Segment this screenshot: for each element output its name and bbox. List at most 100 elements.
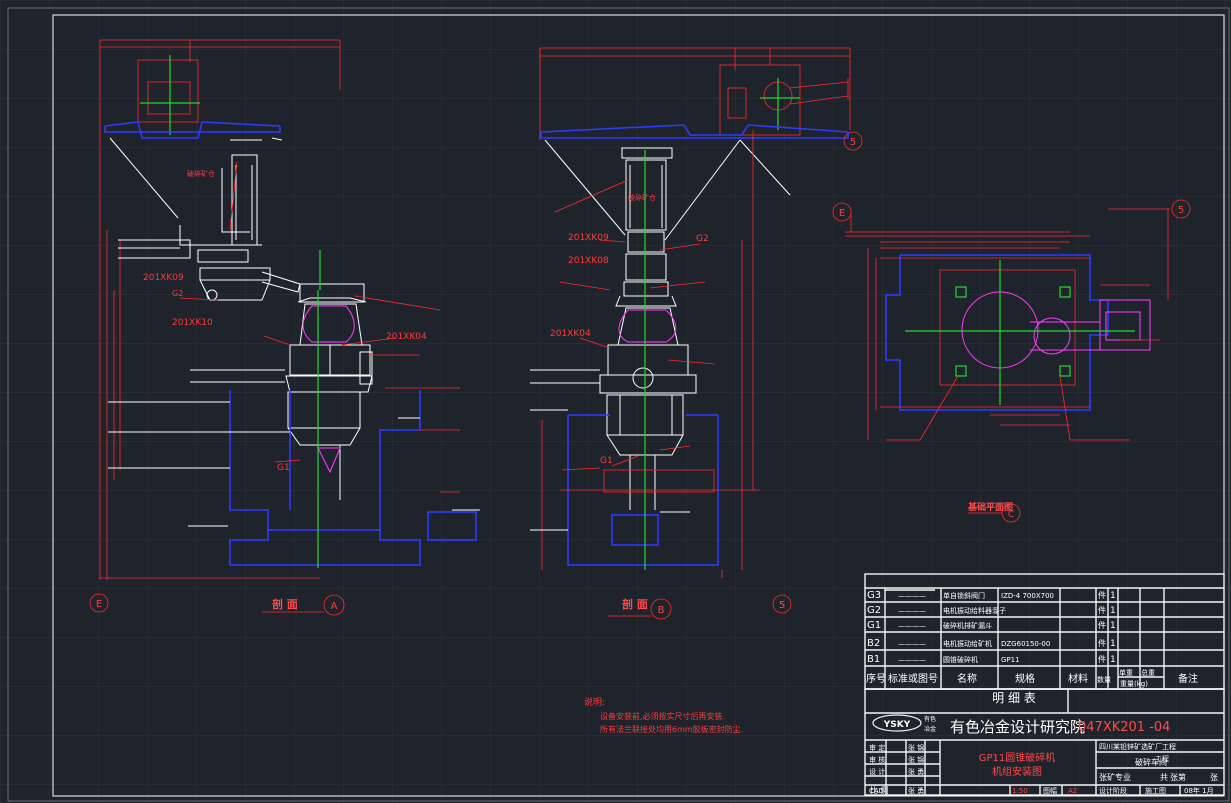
plan-label: 基础平面图 <box>967 501 1013 513</box>
sheet-size-value: A2 <box>1068 787 1077 795</box>
total-label: 共 <box>1160 773 1168 782</box>
bom-row-unit: 件 <box>1098 620 1106 630</box>
notes-line-2: 所有法兰联接处均用6mm胶板密封防尘. <box>600 724 743 734</box>
callout-201xk04-b: 201XK04 <box>550 329 591 339</box>
axis-marker-5-bottom: 5 <box>779 600 785 611</box>
bom-header-std: 标准或图号 <box>888 673 938 685</box>
sign-name: 张 勇 <box>908 767 924 776</box>
bom-header-weight-unit: 重量(kg) <box>1120 680 1148 688</box>
bom-header-material: 材料 <box>1068 672 1088 685</box>
bom-row-qty: 1 <box>1110 591 1116 601</box>
bom-row-qty: 1 <box>1110 621 1116 631</box>
bom-row-std: ———— <box>898 640 926 648</box>
bom-row-unit: 件 <box>1098 590 1106 600</box>
foundation-plan-view <box>832 199 1191 523</box>
callout-g1: G1 <box>277 463 290 473</box>
callout-g2: G2 <box>172 289 183 298</box>
bom-row-name: 单自锁斜阀门 <box>943 591 985 600</box>
axis-marker-5-right: 5 <box>779 600 785 611</box>
section-b-label: 剖 面 <box>622 597 648 611</box>
sign-role: 审 核 <box>869 755 885 764</box>
bom-header-spec: 规格 <box>1015 672 1035 685</box>
bom-row-std: ———— <box>898 622 926 630</box>
sign-name: 张 锦 <box>908 755 924 764</box>
bom-row-std: ———— <box>898 592 926 600</box>
sheet-label-2: 张第 <box>1170 772 1186 782</box>
bom-header-qty: 数量 <box>1097 675 1111 684</box>
axis-marker-e-left: E <box>96 599 102 610</box>
sign-role: CAD <box>869 787 884 795</box>
bom-row-name: 圆锥破碎机 <box>943 655 978 664</box>
bin-note: 破碎矿仓 <box>187 169 215 178</box>
bom-row-id: G1 <box>867 620 881 631</box>
section-b-view <box>530 47 863 620</box>
inner-border <box>7 7 1230 802</box>
bom-header-weight-total: 总重 <box>1141 668 1155 677</box>
bom-row-unit: 件 <box>1098 605 1106 615</box>
plan-marker: C <box>1008 510 1014 520</box>
bom-row-spec: IZD-4 700X700 <box>1001 592 1054 600</box>
callout-g1-b: G1 <box>600 456 613 466</box>
sign-name: 张 锦 <box>908 743 924 752</box>
callout-201xk10: 201XK10 <box>172 318 213 328</box>
stage-value: 施工图 <box>1145 786 1166 795</box>
bom-row-unit: 件 <box>1098 654 1106 664</box>
callout-201xk08-b: 201XK08 <box>568 256 609 266</box>
notes-line-1: 设备安装前,必须按实尺寸后再安装. <box>600 711 725 721</box>
sign-role: 审 定 <box>869 743 885 752</box>
section-a-view <box>89 39 480 616</box>
sheet-label-3: 张 <box>1210 773 1218 782</box>
org-name: 有色冶金设计研究院 <box>950 718 1085 736</box>
callout-201xk09-b: 201XK09 <box>568 233 609 243</box>
axis-marker-5-top: 5 <box>850 137 856 148</box>
bom-row-std: ———— <box>898 656 926 664</box>
drawing-border <box>52 14 1225 797</box>
bom-title: 明 细 表 <box>992 691 1036 705</box>
bom-row-spec: GP11 <box>1001 656 1020 664</box>
bom-row-name: 破碎机排矿漏斗 <box>943 621 992 630</box>
stage-label: 设计阶段 <box>1099 786 1127 795</box>
section-a-label: 剖 面 <box>272 597 298 611</box>
bom-header-remark: 备注 <box>1178 672 1198 685</box>
drawing-title-2: 机组安装图 <box>992 765 1042 778</box>
bom-row-name: 电机振动给料器溜子 <box>943 606 1006 615</box>
section-a-marker: A <box>331 601 338 612</box>
axis-marker-e-plan: E <box>839 208 845 219</box>
bom-row-unit: 件 <box>1098 638 1106 648</box>
date-value: 08年 1月 <box>1184 786 1214 795</box>
workshop-name: 破碎车间 <box>1135 757 1167 767</box>
drawing-title-1: GP11圆锥破碎机 <box>979 751 1056 764</box>
bom-header-no: 序号 <box>866 672 886 685</box>
bom-row-id: B2 <box>867 638 880 649</box>
bom-row-qty: 1 <box>1110 655 1116 665</box>
scale-value: 1:50 <box>1012 787 1028 795</box>
bom-header-name: 名称 <box>957 672 977 685</box>
bom-row-std: ———— <box>898 607 926 615</box>
org-small-2: 冶金 <box>924 725 936 733</box>
bom-row-qty: 1 <box>1110 606 1116 616</box>
bom-row-id: G2 <box>867 605 881 616</box>
bom-header-weight-single: 单重 <box>1119 668 1133 677</box>
scale-label: 比 例 <box>870 785 889 795</box>
project-name: 四川某铅锌矿选矿厂工程 <box>1099 742 1176 751</box>
bin-note-b: 破碎矿仓 <box>628 193 656 202</box>
bom-row-qty: 1 <box>1110 639 1116 649</box>
callout-201xk09: 201XK09 <box>143 273 184 283</box>
callout-201xk04: 201XK04 <box>386 332 427 342</box>
sheet-count-label: 张矿专业 <box>1099 772 1131 782</box>
bom-row-spec: DZG60150-00 <box>1001 640 1050 648</box>
bom-row-id: B1 <box>867 654 880 665</box>
callout-g2-b: G2 <box>696 234 709 244</box>
logo-text: YSKY <box>883 720 911 730</box>
sheet-size-label: 图幅 <box>1043 786 1057 795</box>
org-small-1: 有色 <box>924 715 936 723</box>
drawing-number: 047XK201 -04 <box>1078 720 1170 735</box>
notes-title: 说明: <box>584 696 605 708</box>
bom-row-id: G3 <box>867 590 881 601</box>
section-b-marker: B <box>658 605 665 616</box>
title-block <box>864 688 1225 796</box>
sign-name: 张 勇 <box>908 786 924 795</box>
